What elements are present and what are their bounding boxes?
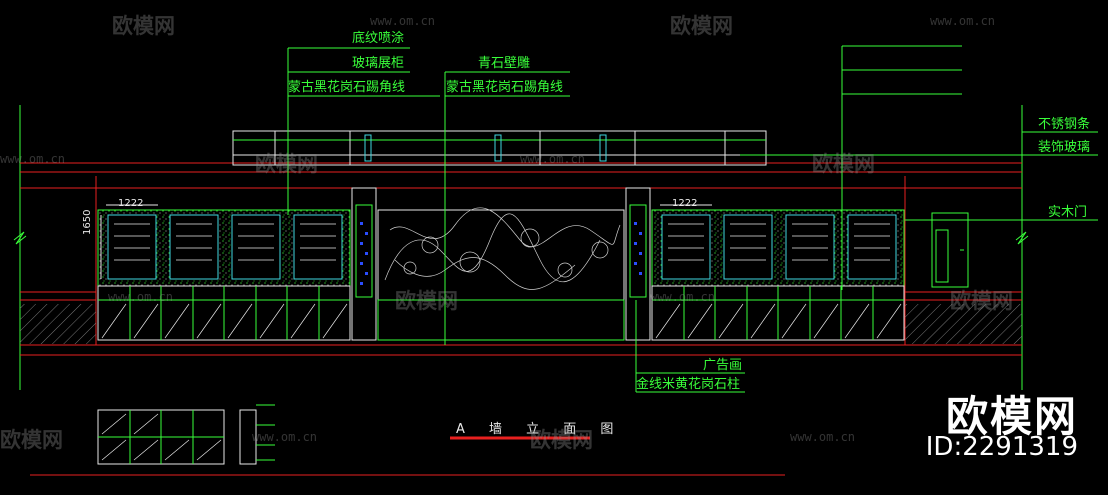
watermark-brand: 欧模网 bbox=[395, 289, 458, 313]
label-solid-wood-door: 实木门 bbox=[1048, 205, 1088, 220]
watermark-url: www.om.cn bbox=[0, 152, 66, 166]
watermark-brand: 欧模网 bbox=[0, 428, 63, 452]
label-mongolian-black-granite-skirting-center: 蒙古黑花岗石踢角线 bbox=[446, 80, 564, 95]
watermark-brand: 欧模网 bbox=[670, 14, 733, 38]
dimension-right-width: 1222 bbox=[672, 198, 698, 209]
label-mongolian-black-granite-skirting-left: 蒙古黑花岗石踢角线 bbox=[288, 80, 406, 95]
watermark-brand: 欧模网 bbox=[255, 152, 318, 176]
dimension-height: 1650 bbox=[82, 209, 93, 235]
watermark-brand: 欧模网 bbox=[112, 14, 175, 38]
watermark-brand: 欧模网 bbox=[950, 289, 1013, 313]
watermark-url: www.om.cn bbox=[930, 14, 996, 28]
label-bluestone-relief: 青石壁雕 bbox=[478, 56, 531, 71]
label-glass-display-case: 玻璃展柜 bbox=[352, 56, 405, 71]
watermark-url: www.om.cn bbox=[650, 290, 716, 304]
watermark-url: www.om.cn bbox=[252, 430, 318, 444]
dimension-left-width: 1222 bbox=[118, 198, 144, 209]
label-golden-beige-granite-column: 金线米黄花岗石柱 bbox=[636, 377, 741, 392]
watermark-brand: 欧模网 bbox=[812, 152, 875, 176]
label-stainless-steel-strip: 不锈钢条 bbox=[1038, 117, 1091, 132]
watermark-model-id: ID:2291319 bbox=[925, 432, 1078, 462]
watermark-brand: 欧模网 bbox=[530, 428, 593, 452]
label-advertisement-poster: 广告画 bbox=[703, 358, 743, 373]
watermark-brand-large: 欧模网 bbox=[945, 392, 1078, 441]
label-base-texture-spray: 底纹喷涂 bbox=[352, 31, 405, 46]
drawing-title: A 墙 立 面 图 bbox=[456, 422, 624, 437]
watermark-url: www.om.cn bbox=[370, 14, 436, 28]
watermark-url: www.om.cn bbox=[520, 152, 586, 166]
label-decorative-glass: 装饰玻璃 bbox=[1038, 140, 1091, 155]
watermark-url: www.om.cn bbox=[790, 430, 856, 444]
watermark-url: www.om.cn bbox=[108, 290, 174, 304]
